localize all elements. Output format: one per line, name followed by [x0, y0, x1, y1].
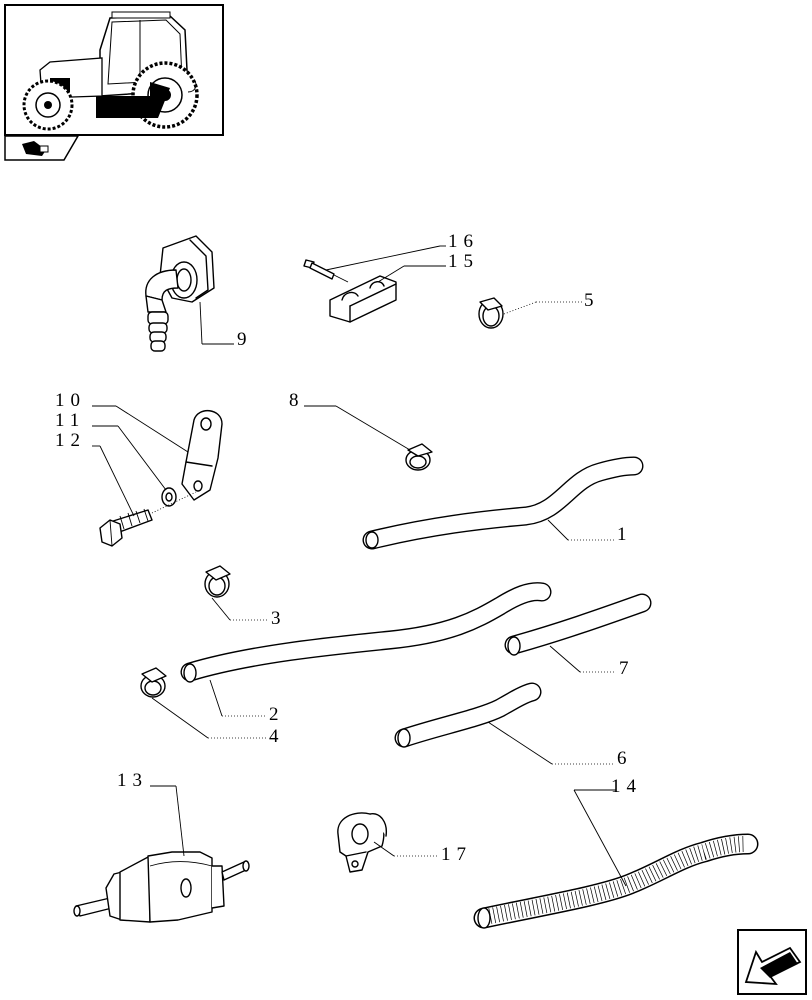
- callout-6: 6: [617, 748, 633, 769]
- hose-part-1: [362, 456, 644, 550]
- bolt-part-16: [303, 259, 349, 283]
- section-tab-icon: [4, 135, 80, 161]
- fuel-filter-part-13: [73, 851, 250, 923]
- washer-part-11: [161, 487, 177, 507]
- clamp-part-4: [140, 667, 167, 698]
- callout-11: 11: [55, 410, 85, 431]
- bracket-part-10: [181, 410, 223, 501]
- callout-16: 16: [448, 231, 479, 252]
- corrugated-hose-part-14: [473, 833, 759, 929]
- callout-15: 15: [448, 251, 479, 272]
- callout-4: 4: [269, 726, 285, 747]
- callout-3: 3: [271, 608, 287, 629]
- callout-13: 13: [117, 770, 148, 791]
- callout-1: 1: [617, 524, 633, 545]
- bracket-part-15: [329, 275, 397, 323]
- hose-part-2: [180, 582, 552, 683]
- p-clip-part-17: [337, 812, 387, 873]
- callout-7: 7: [619, 658, 635, 679]
- next-page-arrow-icon[interactable]: [737, 929, 807, 995]
- clamp-part-8: [405, 443, 433, 471]
- callout-14: 14: [611, 776, 642, 797]
- callout-10: 10: [55, 390, 86, 411]
- callout-9: 9: [237, 329, 253, 350]
- callout-2: 2: [269, 704, 285, 725]
- elbow-fitting-part-9: [145, 235, 234, 352]
- callout-8: 8: [289, 390, 305, 411]
- callout-12: 12: [55, 430, 86, 451]
- hose-part-7: [504, 593, 652, 656]
- callout-17: 17: [441, 844, 472, 865]
- tractor-thumbnail-icon: [4, 4, 224, 136]
- clamp-part-3: [204, 565, 231, 598]
- screw-part-12: [99, 491, 197, 547]
- hose-part-6: [394, 682, 542, 748]
- clamp-part-5: [478, 297, 504, 329]
- callout-5: 5: [584, 290, 600, 311]
